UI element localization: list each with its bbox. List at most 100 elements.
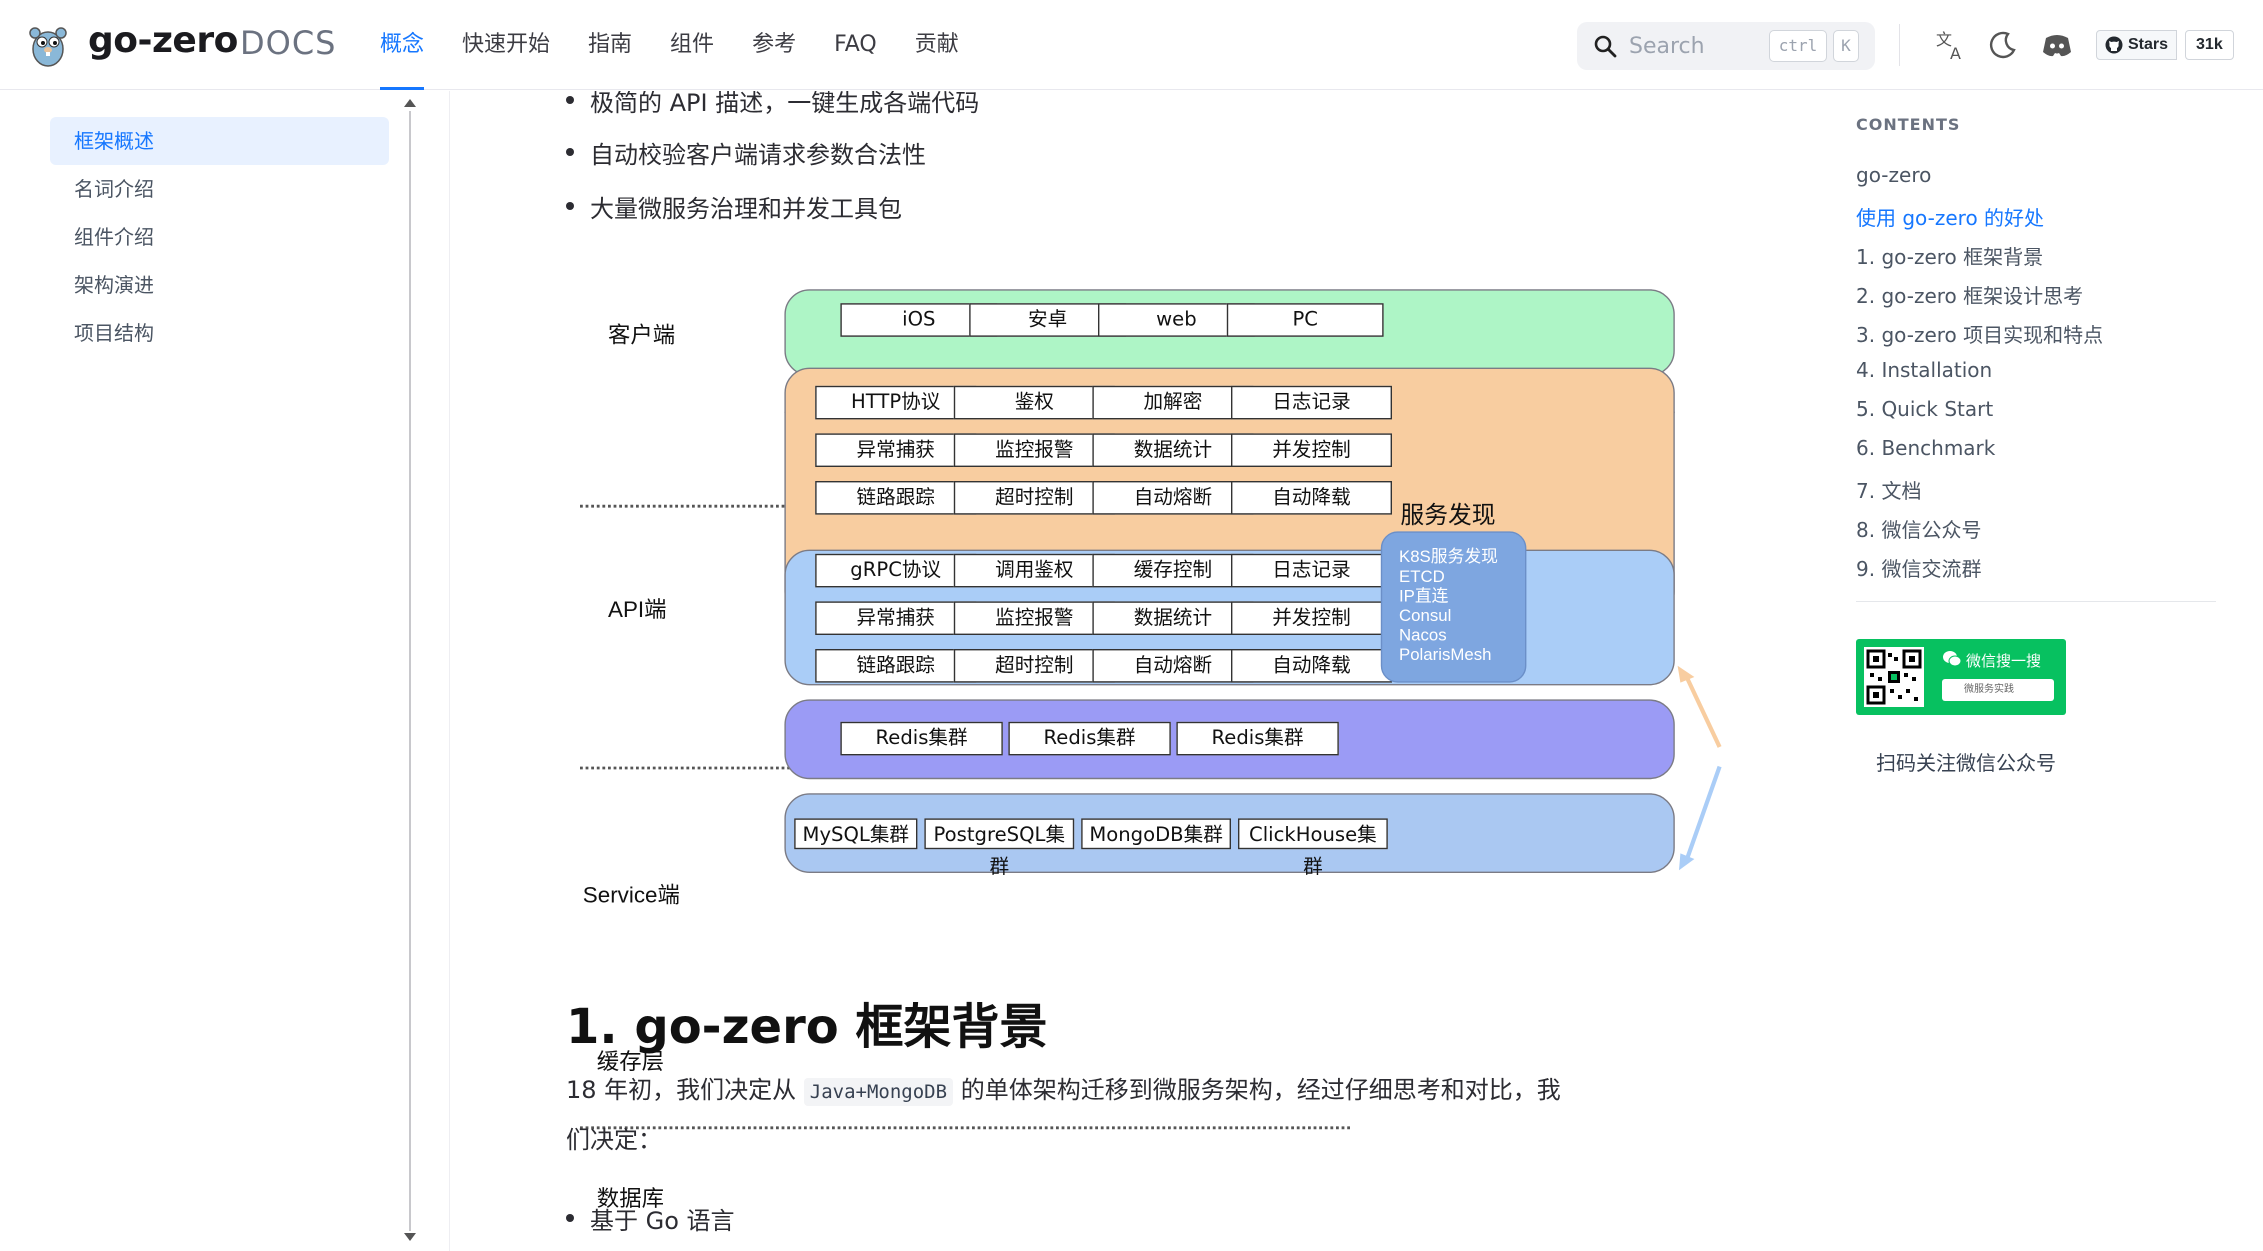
service-box: 自动降载 xyxy=(1231,649,1392,683)
kbd-ctrl: ctrl xyxy=(1769,30,1827,62)
db-box: PostgreSQL集群 xyxy=(924,818,1075,879)
api-box: 并发控制 xyxy=(1231,433,1392,467)
wechat-search-box: 微服务实践 xyxy=(1942,679,2054,701)
service-box: 缓存控制 xyxy=(1092,553,1254,588)
db-box: MySQL集群 xyxy=(794,818,918,850)
api-box: 异常捕获 xyxy=(815,433,977,467)
client-box: PC xyxy=(1226,303,1384,337)
separator xyxy=(580,1126,1350,1130)
api-box: 链路跟踪 xyxy=(815,481,977,515)
service-box: 并发控制 xyxy=(1231,601,1392,635)
discovery-item: Consul xyxy=(1399,605,1452,626)
svg-text:文: 文 xyxy=(1936,30,1952,49)
top-nav: 概念 快速开始 指南 组件 参考 FAQ 贡献 xyxy=(380,0,997,90)
main-content: 极简的 API 描述，一键生成各端代码 自动校验客户端请求参数合法性 大量微服务… xyxy=(450,91,1800,1251)
nav-item-quick-start[interactable]: 快速开始 xyxy=(462,32,551,57)
moon-icon[interactable] xyxy=(1986,28,2020,62)
toc-item[interactable]: 8. 微信公众号 xyxy=(1856,518,1982,542)
list-item: 大量微服务治理和并发工具包 xyxy=(566,189,902,224)
nav-item-components[interactable]: 组件 xyxy=(670,32,715,57)
toc-item[interactable]: 5. Quick Start xyxy=(1856,397,1994,421)
logo-text[interactable]: go-zero xyxy=(88,20,238,61)
db-box: ClickHouse集群 xyxy=(1238,818,1388,879)
api-box: 自动降载 xyxy=(1231,481,1392,515)
github-stars-badge[interactable]: Stars 31k xyxy=(2096,30,2234,60)
discovery-item: K8S服务发现 xyxy=(1399,546,1498,567)
header-divider xyxy=(1899,24,1900,66)
wechat-search-text: 微信搜一搜 xyxy=(1966,652,2042,670)
github-icon xyxy=(2105,36,2123,54)
sidebar-scrollbar[interactable] xyxy=(409,111,411,1231)
api-box: 加解密 xyxy=(1092,385,1254,420)
search-placeholder: Search xyxy=(1629,34,1705,59)
search-icon xyxy=(1594,35,1617,58)
toc-item[interactable]: 1. go-zero 框架背景 xyxy=(1856,245,2044,269)
paragraph: 18 年初，我们决定从 Java+MongoDB 的单体架构迁移到微服务架构，经… xyxy=(566,1066,1566,1164)
service-discovery-title: 服务发现 xyxy=(1400,502,1496,530)
sidebar-item-glossary[interactable]: 名词介绍 xyxy=(74,177,154,201)
service-discovery-box: K8S服务发现 ETCD IP直连 Consul Nacos PolarisMe… xyxy=(1380,531,1527,683)
github-stars-label: Stars xyxy=(2128,36,2169,53)
sidebar-item-project-structure[interactable]: 项目结构 xyxy=(74,321,154,345)
toc-item[interactable]: 4. Installation xyxy=(1856,358,1993,382)
db-box: MongoDB集群 xyxy=(1081,818,1231,850)
nav-item-contribute[interactable]: 贡献 xyxy=(914,32,959,57)
scroll-down-arrow-icon[interactable] xyxy=(404,1233,416,1241)
left-sidebar: 框架概述 名词介绍 组件介绍 架构演进 项目结构 xyxy=(0,91,450,1251)
layer-label-db: 数据库 xyxy=(596,1188,665,1212)
wechat-qr-banner[interactable]: 微信搜一搜 微服务实践 xyxy=(1856,639,2066,715)
gopher-logo-icon[interactable] xyxy=(24,22,72,70)
service-box: 自动熔断 xyxy=(1092,649,1254,683)
inline-code: Java+MongoDB xyxy=(803,1078,954,1106)
discovery-item: IP直连 xyxy=(1399,586,1449,606)
api-box: 超时控制 xyxy=(953,481,1115,515)
sidebar-item-framework-overview[interactable]: 框架概述 xyxy=(50,117,389,165)
service-box: 数据统计 xyxy=(1092,601,1254,635)
sidebar-item-components[interactable]: 组件介绍 xyxy=(74,225,154,249)
service-box: 链路跟踪 xyxy=(815,649,977,683)
section-heading: 1. go-zero 框架背景 xyxy=(566,999,1048,1055)
api-box: 鉴权 xyxy=(953,385,1115,420)
top-header: go-zero DOCS 概念 快速开始 指南 组件 参考 FAQ 贡献 Sea… xyxy=(0,0,2263,90)
nav-item-reference[interactable]: 参考 xyxy=(752,32,797,57)
docs-label: DOCS xyxy=(240,24,337,62)
discovery-item: PolarisMesh xyxy=(1399,644,1492,665)
list-item: 自动校验客户端请求参数合法性 xyxy=(566,135,926,170)
api-box: 数据统计 xyxy=(1092,433,1254,467)
api-box: 日志记录 xyxy=(1231,385,1392,420)
api-box: 监控报警 xyxy=(953,433,1115,467)
toc-title: CONTENTS xyxy=(1856,115,1961,134)
toc-item[interactable]: 9. 微信交流群 xyxy=(1856,557,1982,581)
discord-icon[interactable] xyxy=(2040,28,2074,62)
layer-label-service: Service端 xyxy=(582,884,680,908)
search-box[interactable]: Search ctrl K xyxy=(1577,22,1875,70)
service-box: gRPC协议 xyxy=(815,553,977,588)
toc-item[interactable]: 2. go-zero 框架设计思考 xyxy=(1856,284,2084,308)
sidebar-item-architecture[interactable]: 架构演进 xyxy=(74,273,154,297)
discovery-item: ETCD xyxy=(1399,566,1445,586)
toc-divider xyxy=(1856,601,2216,602)
paragraph-text: 18 年初，我们决定从 xyxy=(566,1076,804,1104)
paragraph-text: 的单体架构迁移到微服务架构，经过仔细思考和对比，我们决定： xyxy=(566,1076,1561,1154)
github-stars-button[interactable]: Stars xyxy=(2096,30,2178,60)
service-box: 监控报警 xyxy=(953,601,1115,635)
nav-item-guide[interactable]: 指南 xyxy=(588,32,633,57)
nav-item-faq[interactable]: FAQ xyxy=(834,32,877,57)
layer-label-cache: 缓存层 xyxy=(596,1050,665,1075)
service-box: 超时控制 xyxy=(953,649,1115,683)
layer-label-client: 客户端 xyxy=(608,324,676,348)
toc-item[interactable]: 使用 go-zero 的好处 xyxy=(1856,206,2045,230)
wechat-icon xyxy=(1943,651,1962,667)
nav-item-concepts[interactable]: 概念 xyxy=(380,0,443,90)
toc-item[interactable]: 7. 文档 xyxy=(1856,479,1922,503)
translate-icon[interactable]: 文 A xyxy=(1934,28,1968,62)
toc-item[interactable]: 3. go-zero 项目实现和特点 xyxy=(1856,323,2104,347)
service-box: 异常捕获 xyxy=(815,601,977,635)
api-box: 自动熔断 xyxy=(1092,481,1254,515)
toc-item[interactable]: go-zero xyxy=(1856,163,1932,187)
cache-box: Redis集群 xyxy=(1008,721,1171,756)
github-star-count[interactable]: 31k xyxy=(2185,30,2234,60)
scroll-up-arrow-icon[interactable] xyxy=(404,99,416,107)
toc-item[interactable]: 6. Benchmark xyxy=(1856,436,1996,460)
